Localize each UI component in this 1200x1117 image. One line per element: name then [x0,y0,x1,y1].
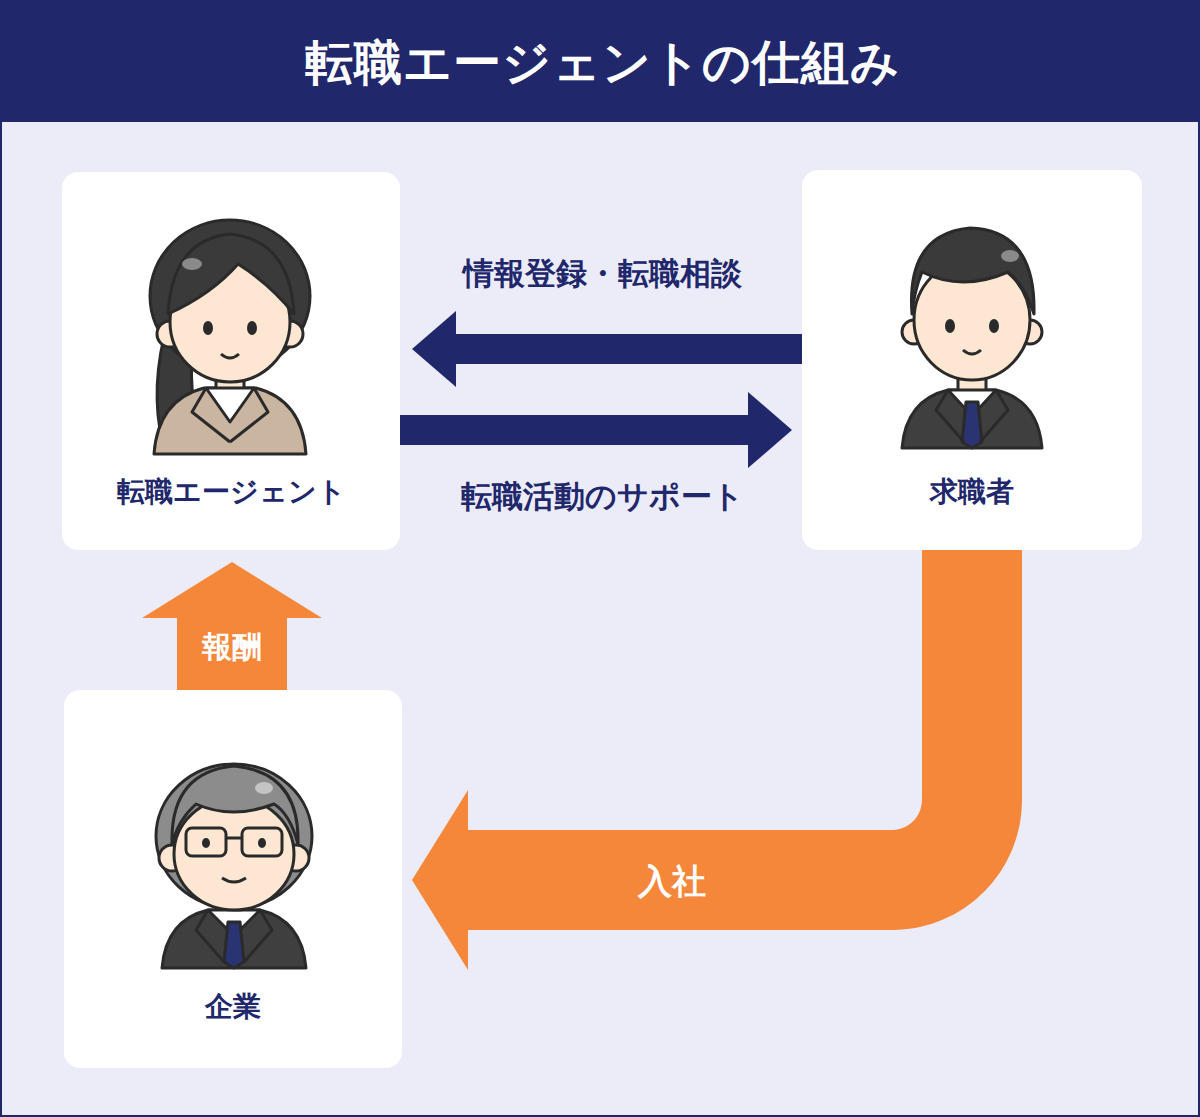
arrow-head [142,562,322,618]
title-band: 転職エージェントの仕組み [2,2,1200,122]
hire-arrow [412,550,972,970]
company-illustration [156,764,312,968]
node-label: 求職者 [802,472,1142,512]
arrow-head [412,790,468,970]
company-box: 企業 [64,690,402,1068]
edge-label: 入社 [638,859,706,905]
node-label: 転職エージェント [62,472,400,512]
arrow-shaft [455,334,802,364]
arrow-head [412,311,456,387]
request-arrow [412,311,802,387]
edge-label: 転職活動のサポート [461,476,744,518]
seeker-box: 求職者 [802,170,1142,550]
agent-illustration [150,220,310,454]
node-label: 企業 [64,987,402,1027]
arrow-shaft [467,550,972,880]
support-arrow [400,392,792,468]
edge-label: 情報登録・転職相談 [463,253,742,295]
seeker-illustration [902,228,1042,448]
arrow-head [748,392,792,468]
arrow-shaft [400,415,749,445]
diagram-title: 転職エージェントの仕組み [2,2,1200,122]
arrow-shaft [177,617,287,690]
agent-box: 転職エージェント [62,172,400,550]
edge-label: 報酬 [202,627,262,668]
fee-arrow [142,562,322,690]
